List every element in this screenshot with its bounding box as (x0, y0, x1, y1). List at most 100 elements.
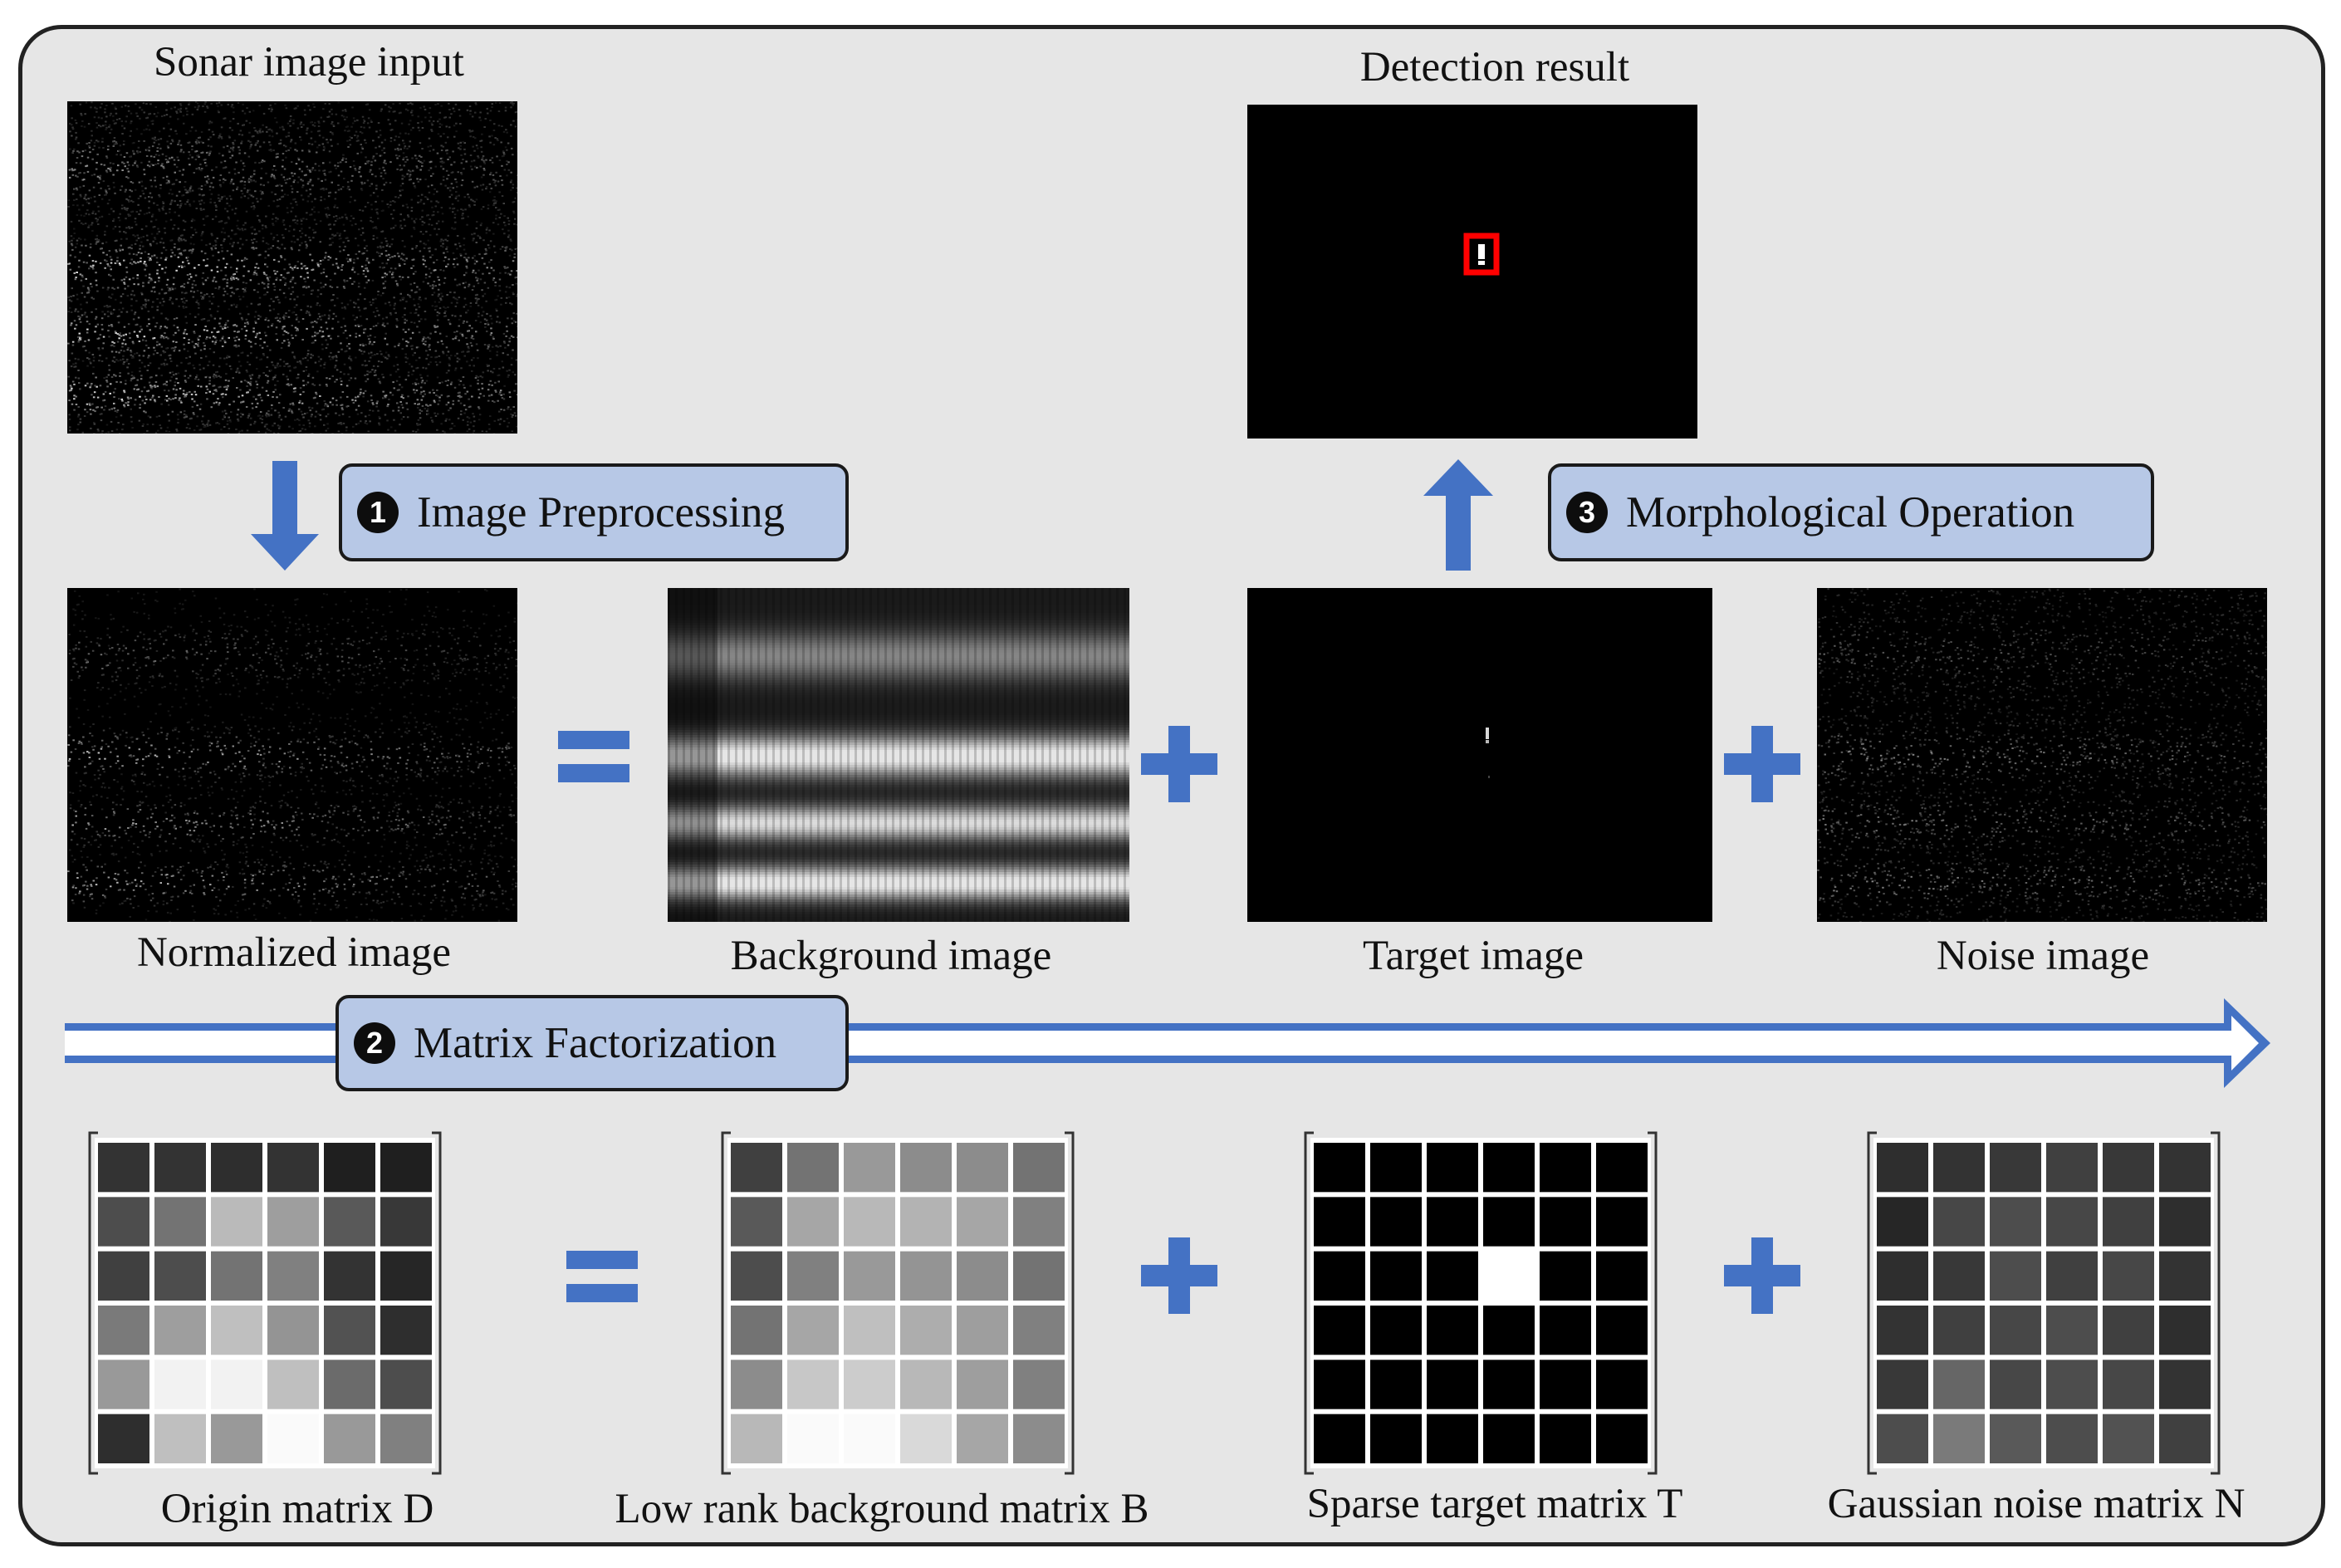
matrix-cell (1013, 1414, 1065, 1463)
matrix-cell (900, 1414, 952, 1463)
matrix-right-bracket (1648, 1131, 1658, 1475)
matrix-left-bracket (88, 1131, 98, 1475)
matrix-cell (1990, 1414, 2041, 1463)
matrix-cell (2159, 1414, 2211, 1463)
matrix-cell (267, 1197, 319, 1247)
matrix-cell (1314, 1306, 1365, 1355)
matrix-cell (731, 1306, 782, 1355)
matrix-cell (1427, 1360, 1478, 1409)
step-matrix-factorization: 2 Matrix Factorization (335, 995, 849, 1091)
matrix-cell (1370, 1143, 1422, 1193)
matrix-cell (957, 1360, 1008, 1409)
matrix-cell (1013, 1306, 1065, 1355)
matrix-cell (787, 1360, 839, 1409)
matrix-cell (324, 1197, 375, 1247)
matrix-cell (267, 1306, 319, 1355)
matrix-cell (1483, 1306, 1535, 1355)
normalized-image (67, 588, 517, 922)
matrix-cell (380, 1197, 432, 1247)
sonar-input-caption: Sonar image input (154, 39, 464, 86)
matrix-right-bracket (1065, 1131, 1075, 1475)
plus-icon (1141, 1237, 1217, 1314)
matrix-cell (380, 1306, 432, 1355)
matrix-cell (1877, 1306, 1928, 1355)
matrix-cell (1013, 1360, 1065, 1409)
matrix-cell (1013, 1251, 1065, 1301)
matrix-cell (211, 1197, 262, 1247)
equals-icon (558, 731, 629, 782)
matrix-cell (324, 1251, 375, 1301)
matrix-cell (1990, 1360, 2041, 1409)
matrix-cell (1540, 1360, 1591, 1409)
matrix-cell (787, 1414, 839, 1463)
matrix-cell (2103, 1414, 2154, 1463)
matrix-cell (1314, 1197, 1365, 1247)
matrix-cell (1933, 1197, 1985, 1247)
matrix-cell (787, 1197, 839, 1247)
matrix-cell (1427, 1414, 1478, 1463)
matrix-cell (1314, 1360, 1365, 1409)
matrix-cell (844, 1360, 895, 1409)
matrix-cell (1540, 1414, 1591, 1463)
matrix-cell (1877, 1360, 1928, 1409)
step-image-preprocessing: 1 Image Preprocessing (339, 463, 849, 561)
matrix-cell (1370, 1414, 1422, 1463)
lowrank-matrix-caption: Low rank background matrix B (615, 1486, 1149, 1532)
matrix-cell (1596, 1306, 1648, 1355)
matrix-cell (211, 1251, 262, 1301)
matrix-right-bracket (432, 1131, 442, 1475)
matrix-cell (731, 1197, 782, 1247)
matrix-cell (731, 1360, 782, 1409)
matrix-cell (787, 1251, 839, 1301)
matrix-cell (1314, 1414, 1365, 1463)
matrix-cell (1596, 1143, 1648, 1193)
matrix-cell (211, 1143, 262, 1193)
matrix-cell (1933, 1360, 1985, 1409)
step-number-badge: 2 (354, 1022, 395, 1064)
detection-result-caption: Detection result (1359, 44, 1630, 91)
matrix-cell (844, 1251, 895, 1301)
matrix-cell (98, 1251, 149, 1301)
matrix-cell (2046, 1197, 2098, 1247)
matrix-cell (1933, 1414, 1985, 1463)
matrix-cell (1596, 1197, 1648, 1247)
sonar-input-image (67, 101, 517, 434)
matrix-cell (2103, 1251, 2154, 1301)
matrix-cell (154, 1143, 206, 1193)
matrix-cell (211, 1360, 262, 1409)
matrix-cell (1877, 1251, 1928, 1301)
matrix-cell (957, 1251, 1008, 1301)
matrix-cell (1596, 1251, 1648, 1301)
step-label: Matrix Factorization (414, 1019, 777, 1067)
matrix-cell (2103, 1360, 2154, 1409)
matrix-cell (2103, 1306, 2154, 1355)
matrix-cell (957, 1197, 1008, 1247)
matrix-cell (380, 1414, 432, 1463)
noise-image (1817, 588, 2267, 922)
matrix-cell (2046, 1306, 2098, 1355)
matrix-cell (844, 1143, 895, 1193)
matrix-cell (2159, 1306, 2211, 1355)
matrix-cell (154, 1414, 206, 1463)
normalized-caption: Normalized image (136, 929, 452, 976)
matrix-cell (1483, 1360, 1535, 1409)
matrix-cell (844, 1414, 895, 1463)
matrix-cell (1013, 1197, 1065, 1247)
matrix-cell (267, 1251, 319, 1301)
equals-icon (566, 1251, 638, 1302)
matrix-cell (1877, 1414, 1928, 1463)
matrix-cell (1427, 1143, 1478, 1193)
matrix-cell (1370, 1251, 1422, 1301)
matrix-cell (900, 1143, 952, 1193)
matrix-cell (211, 1306, 262, 1355)
step-morphological-operation: 3 Morphological Operation (1548, 463, 2154, 561)
matrix-cell (154, 1251, 206, 1301)
detection-bounding-box (1463, 233, 1500, 276)
matrix-cell (2159, 1197, 2211, 1247)
step-label: Morphological Operation (1626, 488, 2075, 537)
matrix-cell (324, 1360, 375, 1409)
background-image (668, 588, 1129, 922)
matrix-cell (1877, 1197, 1928, 1247)
matrix-cell (1370, 1360, 1422, 1409)
